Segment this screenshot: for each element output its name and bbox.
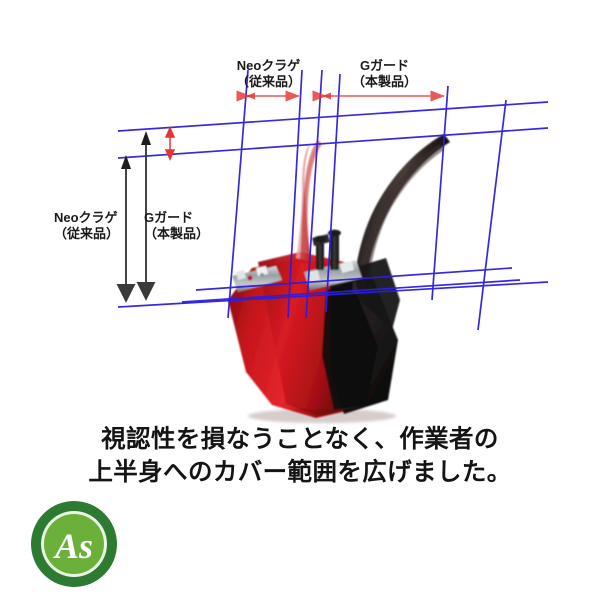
label-top-neo-line2: （従来品）	[236, 73, 302, 89]
label-top-gguard-line2: （本製品）	[352, 73, 418, 89]
label-top-gguard-line1: Gガード	[359, 58, 410, 73]
label-top-neo-line1: Neoクラゲ	[236, 58, 301, 73]
label-side-neo-line2: （従来品）	[54, 225, 120, 241]
label-side-neo-line1: Neoクラゲ	[54, 210, 118, 225]
as-logo-icon: As	[31, 501, 117, 587]
construction-line-h3	[117, 281, 549, 308]
construction-line-h4	[195, 267, 513, 291]
product-comparison-diagram: Neoクラゲ （従来品） Gガード （本製品） Neoクラゲ （従来品） Gガー…	[54, 58, 549, 423]
label-top-neo: Neoクラゲ （従来品）	[236, 58, 301, 90]
construction-line-h1	[117, 101, 549, 132]
construction-lines	[117, 69, 549, 331]
construction-line-h2	[117, 127, 549, 159]
label-side-gguard-line2: （本製品）	[144, 225, 210, 241]
label-side-gguard-line1: Gガード	[144, 210, 194, 225]
label-top-gguard: Gガード （本製品）	[352, 58, 417, 90]
product-photo	[228, 134, 450, 423]
caption-line-2: 上半身へのカバー範囲を広げました。	[88, 458, 512, 486]
as-logo-text: As	[53, 526, 93, 566]
brand-logo: As	[28, 498, 120, 590]
construction-line-v5	[431, 85, 449, 301]
horizontal-arrow-start-heads	[246, 92, 331, 100]
vertical-arrow-top-heads	[121, 131, 151, 169]
construction-line-h5	[181, 279, 521, 303]
label-side-neo: Neoクラゲ （従来品）	[54, 210, 119, 242]
construction-line-v4	[325, 73, 341, 313]
delta-increase-arrow	[164, 126, 176, 161]
construction-line-v1	[227, 69, 249, 319]
construction-line-v3	[305, 69, 323, 319]
caption-text: 視認性を損なうことなく、作業者の 上半身へのカバー範囲を広げました。	[0, 424, 600, 489]
construction-line-v6	[477, 99, 507, 331]
diagram-canvas	[116, 69, 549, 423]
label-side-gguard: Gガード （本製品）	[144, 210, 209, 242]
vertical-dimension-arrows	[116, 139, 156, 303]
caption-line-1: 視認性を損なうことなく、作業者の	[101, 426, 499, 453]
hardware-clamp-left	[232, 266, 282, 292]
construction-line-v2	[287, 69, 303, 319]
hardware-clamp-right	[304, 229, 362, 290]
